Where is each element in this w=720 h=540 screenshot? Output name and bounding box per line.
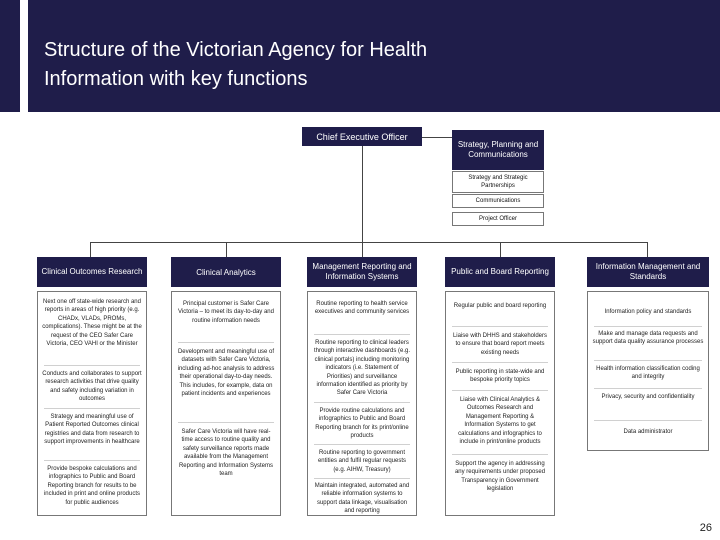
slide-title: Structure of the Victorian Agency for He… bbox=[44, 39, 428, 90]
function-item: Conducts and collaborates to support res… bbox=[42, 371, 142, 403]
function-item: Public reporting in state-wide and bespo… bbox=[455, 369, 545, 384]
function-item: Liaise with Clinical Analytics & Outcome… bbox=[458, 397, 542, 446]
column-head: Clinical Outcomes Research bbox=[37, 257, 147, 287]
function-item: Information policy and standards bbox=[604, 309, 692, 315]
function-item: Support the agency in addressing any req… bbox=[454, 461, 546, 493]
strategy-label: Strategy, Planning and Communications bbox=[457, 140, 539, 159]
connector-horizontal bbox=[90, 242, 648, 243]
column-head-label: Clinical Outcomes Research bbox=[41, 267, 143, 276]
title-banner bbox=[0, 0, 720, 112]
connector-col-5 bbox=[647, 242, 648, 257]
column-head: Management Reporting and Information Sys… bbox=[307, 257, 417, 287]
connector-col-2 bbox=[226, 242, 227, 257]
column-head: Public and Board Reporting bbox=[445, 257, 555, 287]
item-divider bbox=[594, 360, 702, 361]
function-item: Development and meaningful use of datase… bbox=[177, 349, 275, 398]
function-item: Liaise with DHHS and stakeholders to ens… bbox=[452, 333, 548, 356]
column-head-label: Information Management and Standards bbox=[595, 262, 701, 281]
item-divider bbox=[452, 326, 548, 327]
item-divider bbox=[178, 342, 274, 343]
function-item: Strategy and meaningful use of Patient R… bbox=[44, 414, 140, 446]
item-divider bbox=[314, 334, 410, 335]
ceo-label: Chief Executive Officer bbox=[316, 131, 408, 142]
item-divider bbox=[452, 390, 548, 391]
page-number: 26 bbox=[699, 522, 712, 534]
column-body: Regular public and board reporting Liais… bbox=[445, 291, 555, 516]
item-divider bbox=[178, 422, 274, 423]
function-item: Data administrator bbox=[623, 429, 673, 435]
column-head-label: Clinical Analytics bbox=[196, 267, 256, 277]
item-divider bbox=[452, 454, 548, 455]
item-divider bbox=[594, 420, 702, 421]
function-item: Maintain integrated, automated and relia… bbox=[314, 483, 410, 515]
function-item: Routine reporting to government entities… bbox=[317, 450, 407, 473]
item-divider bbox=[314, 444, 410, 445]
item-divider bbox=[314, 402, 410, 403]
function-item: Regular public and board reporting bbox=[453, 303, 547, 309]
connector-col-3 bbox=[362, 242, 363, 257]
strategy-item: Project Officer bbox=[452, 212, 544, 226]
function-item: Principal customer is Safer Care Victori… bbox=[178, 301, 274, 324]
strategy-box: Strategy, Planning and Communications bbox=[452, 130, 544, 170]
function-item: Provide routine calculations and infogra… bbox=[315, 408, 409, 440]
function-item: Provide bespoke calculations and infogra… bbox=[43, 466, 141, 506]
column-body: Information policy and standards Make an… bbox=[587, 291, 709, 451]
connector-col-4 bbox=[500, 242, 501, 257]
function-item: Next one off state-wide research and rep… bbox=[42, 299, 142, 348]
function-item: Health information classification coding… bbox=[596, 366, 700, 381]
connector-ceo-strategy bbox=[422, 137, 452, 138]
item-divider bbox=[44, 408, 140, 409]
function-item: Routine reporting to clinical leaders th… bbox=[313, 340, 411, 397]
function-item: Safer Care Victoria will have real-time … bbox=[178, 429, 274, 478]
strategy-item-label: Communications bbox=[475, 198, 521, 204]
column-head: Clinical Analytics bbox=[171, 257, 281, 287]
function-item: Routine reporting to health service exec… bbox=[314, 301, 410, 316]
item-divider bbox=[44, 460, 140, 461]
column-body: Routine reporting to health service exec… bbox=[307, 291, 417, 516]
strategy-item: Strategy and Strategic Partnerships bbox=[452, 171, 544, 193]
column-head: Information Management and Standards bbox=[587, 257, 709, 287]
function-item: Privacy, security and confidentiality bbox=[601, 394, 695, 400]
function-item: Make and manage data requests and suppor… bbox=[592, 331, 704, 346]
banner-accent-bar bbox=[20, 0, 28, 112]
strategy-item-label: Project Officer bbox=[479, 216, 517, 222]
ceo-box: Chief Executive Officer bbox=[302, 127, 422, 146]
item-divider bbox=[594, 326, 702, 327]
strategy-item-label: Strategy and Strategic Partnerships bbox=[468, 175, 528, 189]
strategy-item: Communications bbox=[452, 194, 544, 208]
item-divider bbox=[594, 388, 702, 389]
connector-ceo-down bbox=[362, 146, 363, 242]
column-head-label: Public and Board Reporting bbox=[451, 267, 549, 276]
column-head-label: Management Reporting and Information Sys… bbox=[312, 262, 412, 281]
item-divider bbox=[44, 365, 140, 366]
item-divider bbox=[314, 478, 410, 479]
column-body: Principal customer is Safer Care Victori… bbox=[171, 291, 281, 516]
column-body: Next one off state-wide research and rep… bbox=[37, 291, 147, 516]
connector-col-1 bbox=[90, 242, 91, 257]
item-divider bbox=[452, 362, 548, 363]
